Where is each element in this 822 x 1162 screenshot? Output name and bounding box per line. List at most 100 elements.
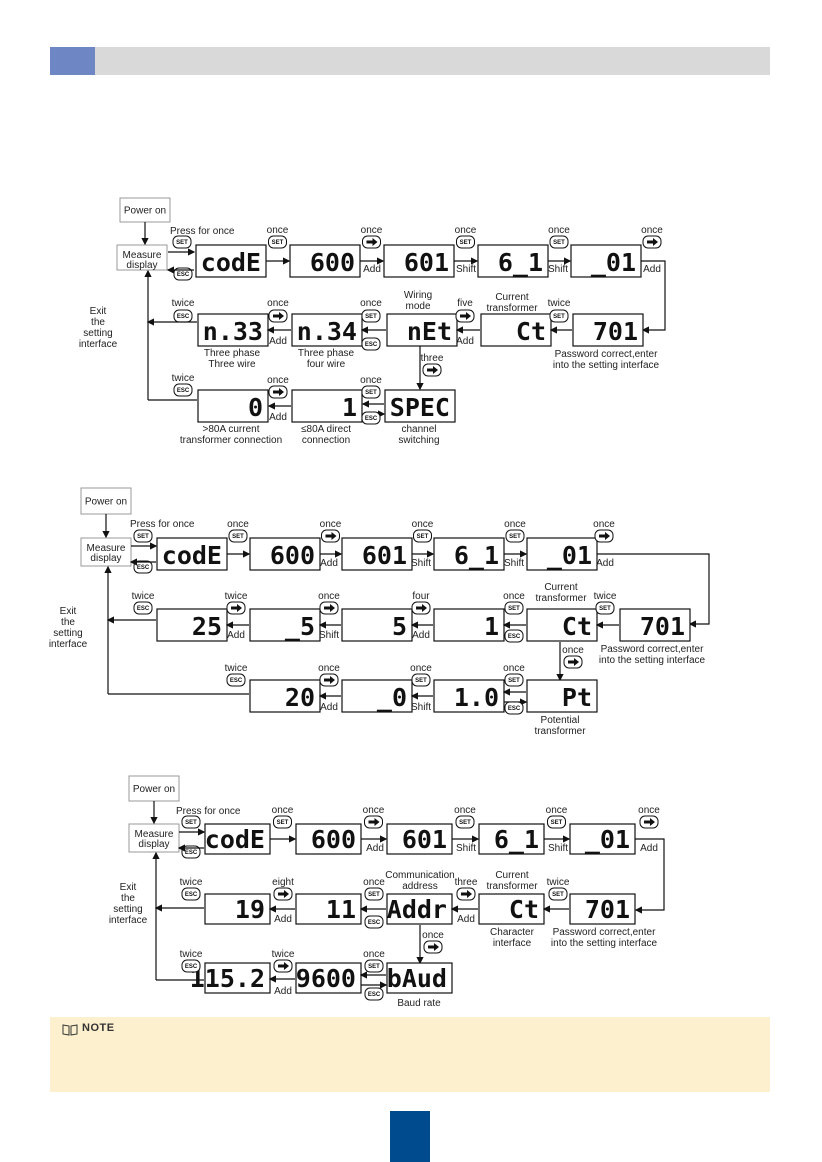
esc-key-icon	[364, 987, 384, 1001]
esc-key-icon	[361, 411, 381, 425]
step-label: once	[504, 519, 526, 530]
step-label: four	[412, 591, 430, 602]
step-label: three	[421, 353, 444, 364]
set-key-icon	[549, 235, 569, 249]
set-key-label: SET	[508, 678, 520, 684]
step-label: once	[272, 805, 294, 816]
action-label: Add	[274, 914, 292, 925]
set-key-icon	[455, 815, 475, 829]
set-key-label: SET	[232, 534, 244, 540]
action-label: Add	[596, 558, 614, 569]
action-label: Add	[456, 336, 474, 347]
exit-label: interface	[49, 639, 88, 650]
measure-display-box-text: display	[90, 553, 121, 564]
wiring-mode-label: Wiring	[404, 290, 432, 301]
lcd-value: SPEC	[390, 393, 450, 422]
lcd-display	[289, 244, 361, 278]
lcd-display	[341, 537, 413, 571]
connector-line	[634, 838, 665, 914]
step-label: twice	[225, 591, 248, 602]
communication-address-label: Communication	[385, 870, 454, 881]
esc-key-icon	[181, 887, 201, 901]
step-label: once	[363, 805, 385, 816]
esc-key-label: ESC	[177, 272, 190, 278]
action-label: Shift	[456, 843, 476, 854]
step-label: once	[361, 225, 383, 236]
action-label: Add	[320, 702, 338, 713]
esc-key-label: ESC	[177, 314, 190, 320]
step-label: twice	[548, 298, 571, 309]
measure-display-box-text: Measure	[123, 250, 162, 261]
step-label: once	[503, 591, 525, 602]
set-key-icon	[549, 309, 569, 323]
esc-key-label: ESC	[365, 416, 378, 422]
set-key-label: SET	[185, 820, 197, 826]
lcd-value: Pt	[562, 683, 592, 712]
measure-display-box-text: Measure	[135, 829, 174, 840]
esc-key-icon	[181, 959, 201, 973]
set-key-label: SET	[277, 820, 289, 826]
under-80a-label: connection	[302, 435, 350, 446]
header-tab	[50, 47, 95, 75]
exit-label: interface	[109, 915, 148, 926]
step-label: twice	[272, 949, 295, 960]
set-key-label: SET	[415, 678, 427, 684]
action-label: Add	[457, 914, 475, 925]
lcd-display	[197, 389, 269, 423]
set-key-label: SET	[459, 820, 471, 826]
step-label: once	[267, 375, 289, 386]
action-label: Shift	[456, 264, 476, 275]
lcd-display	[204, 893, 271, 925]
password-label: into the setting interface	[599, 655, 706, 666]
press-label: Press for once	[176, 806, 241, 817]
potential-transformer-label: Potential	[541, 715, 580, 726]
lcd-value: Ct	[509, 895, 539, 924]
step-label: eight	[272, 877, 294, 888]
right-arrow-icon	[273, 388, 284, 396]
set-key-label: SET	[272, 240, 284, 246]
lcd-value: Addr	[387, 895, 447, 924]
right-arrow-icon	[644, 818, 655, 826]
set-key-label: SET	[553, 314, 565, 320]
exit-label: setting	[113, 904, 142, 915]
set-key-icon	[411, 673, 431, 687]
right-arrow-icon	[368, 818, 380, 826]
set-key-label: SET	[365, 314, 377, 320]
current-transformer-label: Current	[544, 582, 578, 593]
step-label: twice	[547, 877, 570, 888]
set-key-icon	[595, 601, 615, 615]
set-key-label: SET	[599, 606, 611, 612]
lcd-display	[619, 608, 691, 642]
right-arrow-icon	[428, 943, 439, 951]
lcd-display	[291, 313, 363, 347]
lcd-value: 5	[392, 612, 407, 641]
step-label: once	[455, 225, 477, 236]
esc-key-icon	[173, 267, 193, 281]
exit-label: interface	[79, 339, 118, 350]
lcd-value: n.34	[297, 317, 357, 346]
three-phase-three-wire-label: Three phase	[204, 348, 261, 359]
lcd-value: 1.0	[454, 683, 499, 712]
step-label: once	[267, 225, 289, 236]
set-key-icon	[364, 959, 384, 973]
press-label: Press for once	[130, 519, 195, 530]
measure-display-box	[116, 244, 168, 271]
header-bar	[50, 47, 770, 75]
character-interface-label: interface	[493, 938, 532, 949]
right-arrow-icon	[324, 604, 335, 612]
action-label: Shift	[411, 702, 431, 713]
lcd-display	[433, 537, 505, 571]
lcd-value: 600	[270, 541, 315, 570]
set-key-icon	[548, 887, 568, 901]
over-80a-label: >80A current	[203, 424, 260, 435]
step-label: once	[363, 949, 385, 960]
right-arrow-icon	[460, 312, 471, 320]
character-interface-label: Character	[490, 927, 535, 938]
step-label: once	[503, 663, 525, 674]
connector-line	[641, 260, 666, 334]
esc-key-icon	[226, 673, 246, 687]
esc-key-label: ESC	[137, 606, 150, 612]
under-80a-label: ≤80A direct	[301, 424, 351, 435]
set-key-icon	[364, 887, 384, 901]
right-arrow-icon	[231, 604, 242, 612]
